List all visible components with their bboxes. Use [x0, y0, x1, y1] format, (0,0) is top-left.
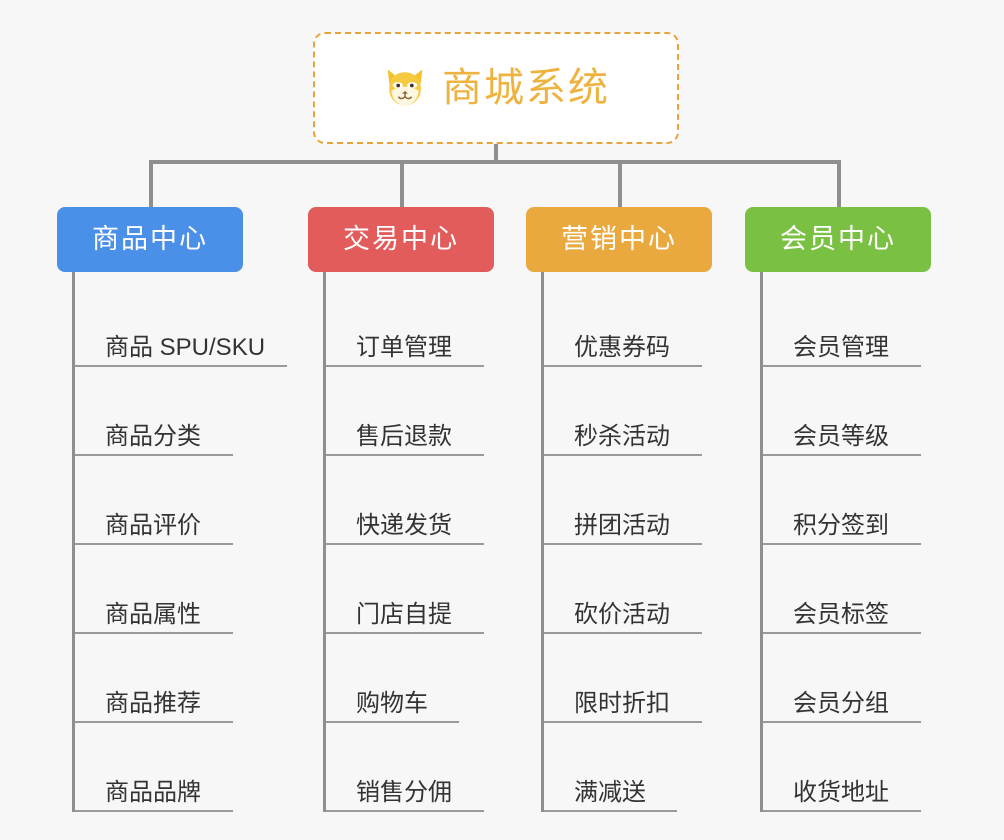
list-item[interactable]: 积分签到	[763, 456, 931, 545]
branch-items-2: 订单管理 售后退款 快递发货 门店自提 购物车 销售分佣	[323, 272, 494, 812]
list-item-rule	[544, 543, 702, 545]
list-item-rule	[544, 632, 702, 634]
list-item[interactable]: 会员分组	[763, 634, 931, 723]
list-item-label: 快递发货	[356, 512, 452, 539]
list-item[interactable]: 满减送	[544, 723, 712, 812]
connector-drop-3	[618, 160, 622, 208]
list-item-rule	[326, 810, 484, 812]
connector-drop-1	[149, 160, 153, 208]
branch-header-label-1: 商品中心	[92, 224, 208, 254]
list-item[interactable]: 限时折扣	[544, 634, 712, 723]
branch-header-3[interactable]: 营销中心	[526, 207, 712, 272]
list-item-label: 会员等级	[793, 423, 889, 450]
branch-column-1: 商品中心 商品 SPU/SKU 商品分类 商品评价 商品属性 商品推荐	[57, 207, 287, 812]
list-item-rule	[544, 454, 702, 456]
list-item-rule	[763, 543, 921, 545]
branch-header-4[interactable]: 会员中心	[745, 207, 931, 272]
list-item-label: 积分签到	[793, 512, 889, 539]
list-item[interactable]: 砍价活动	[544, 545, 712, 634]
list-item[interactable]: 会员管理	[763, 278, 931, 367]
list-item-label: 会员标签	[793, 601, 889, 628]
list-item[interactable]: 售后退款	[326, 367, 494, 456]
list-item-rule	[763, 810, 921, 812]
list-item-label: 商品品牌	[105, 779, 201, 806]
list-item-rule	[544, 721, 702, 723]
list-item[interactable]: 拼团活动	[544, 456, 712, 545]
list-item-label: 优惠券码	[574, 334, 670, 361]
list-item[interactable]: 秒杀活动	[544, 367, 712, 456]
branch-column-4: 会员中心 会员管理 会员等级 积分签到 会员标签 会员分组	[745, 207, 931, 812]
list-item-label: 秒杀活动	[574, 423, 670, 450]
branch-header-label-4: 会员中心	[780, 224, 896, 254]
connector-drop-4	[837, 160, 841, 208]
branch-header-label-3: 营销中心	[561, 224, 677, 254]
list-item[interactable]: 商品 SPU/SKU	[75, 278, 287, 367]
list-item-label: 收货地址	[793, 779, 889, 806]
list-item-label: 商品 SPU/SKU	[105, 334, 266, 361]
list-item-rule	[763, 632, 921, 634]
connector-horizontal-bus	[149, 160, 840, 164]
branch-items-3: 优惠券码 秒杀活动 拼团活动 砍价活动 限时折扣 满减送	[541, 272, 712, 812]
list-item-rule	[544, 810, 677, 812]
list-item[interactable]: 商品属性	[75, 545, 243, 634]
list-item-label: 商品属性	[105, 601, 201, 628]
list-item-label: 商品分类	[105, 423, 201, 450]
list-item-rule	[763, 454, 921, 456]
list-item-label: 满减送	[574, 779, 646, 806]
root-node[interactable]: 商城系统	[313, 32, 679, 144]
list-item-rule	[326, 632, 484, 634]
branch-column-3: 营销中心 优惠券码 秒杀活动 拼团活动 砍价活动 限时折扣	[526, 207, 712, 812]
branch-items-4: 会员管理 会员等级 积分签到 会员标签 会员分组 收货地址	[760, 272, 931, 812]
list-item-rule	[326, 454, 484, 456]
list-item-rule	[75, 810, 233, 812]
list-item[interactable]: 商品分类	[75, 367, 243, 456]
list-item[interactable]: 门店自提	[326, 545, 494, 634]
branch-header-label-2: 交易中心	[343, 224, 459, 254]
branch-header-2[interactable]: 交易中心	[308, 207, 494, 272]
list-item[interactable]: 会员等级	[763, 367, 931, 456]
list-item-rule	[75, 454, 233, 456]
list-item[interactable]: 商品品牌	[75, 723, 243, 812]
connector-drop-2	[400, 160, 404, 208]
list-item[interactable]: 商品评价	[75, 456, 243, 545]
list-item-rule	[75, 365, 287, 367]
list-item-rule	[763, 365, 921, 367]
list-item-label: 订单管理	[356, 334, 452, 361]
list-item-label: 拼团活动	[574, 512, 670, 539]
list-item-label: 会员管理	[793, 334, 889, 361]
list-item[interactable]: 商品推荐	[75, 634, 243, 723]
list-item-rule	[326, 721, 459, 723]
list-item[interactable]: 收货地址	[763, 723, 931, 812]
list-item-label: 商品推荐	[105, 690, 201, 717]
list-item-rule	[75, 632, 233, 634]
list-item[interactable]: 会员标签	[763, 545, 931, 634]
list-item-label: 门店自提	[356, 601, 452, 628]
branch-header-1[interactable]: 商品中心	[57, 207, 243, 272]
list-item[interactable]: 购物车	[326, 634, 494, 723]
list-item-rule	[763, 721, 921, 723]
branch-column-2: 交易中心 订单管理 售后退款 快递发货 门店自提 购物车	[308, 207, 494, 812]
list-item-rule	[544, 365, 702, 367]
list-item-label: 会员分组	[793, 690, 889, 717]
list-item-rule	[326, 543, 484, 545]
list-item[interactable]: 销售分佣	[326, 723, 494, 812]
list-item[interactable]: 快递发货	[326, 456, 494, 545]
shiba-dog-icon	[387, 69, 423, 106]
list-item[interactable]: 订单管理	[326, 278, 494, 367]
connector-root-stem	[494, 144, 498, 164]
list-item-label: 销售分佣	[356, 779, 452, 806]
list-item-rule	[326, 365, 484, 367]
list-item-label: 购物车	[356, 690, 428, 717]
list-item-rule	[75, 543, 233, 545]
branch-items-1: 商品 SPU/SKU 商品分类 商品评价 商品属性 商品推荐 商品品牌	[72, 272, 287, 812]
list-item-label: 砍价活动	[574, 601, 670, 628]
list-item-label: 商品评价	[105, 512, 201, 539]
list-item[interactable]: 优惠券码	[544, 278, 712, 367]
root-title: 商城系统	[442, 66, 610, 110]
list-item-label: 售后退款	[356, 423, 452, 450]
list-item-label: 限时折扣	[574, 690, 670, 717]
list-item-rule	[75, 721, 233, 723]
